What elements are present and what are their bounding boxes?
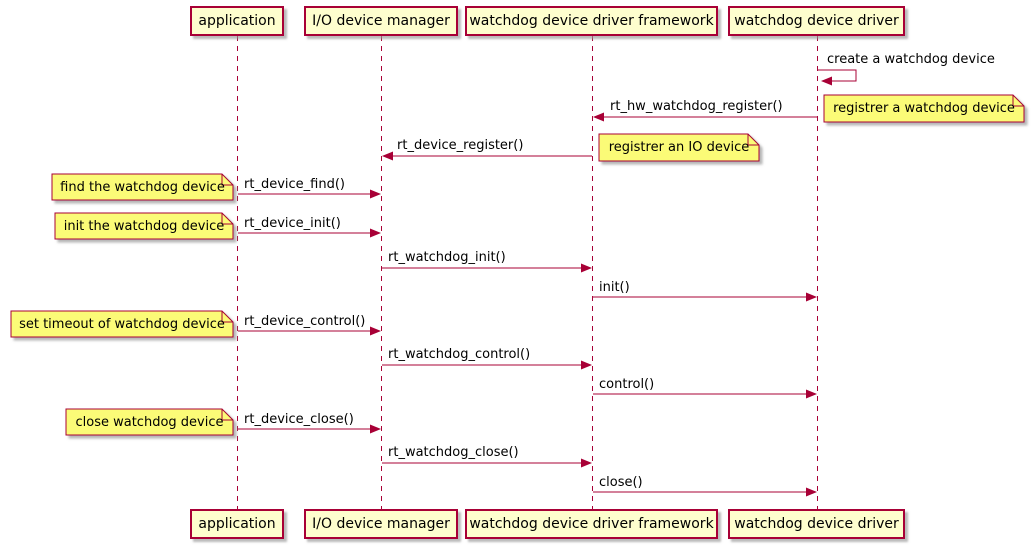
message-label-create-a-watchdog-device: create a watchdog device (827, 52, 995, 67)
note-shape-init-the-watchdog-device (54, 212, 234, 240)
message-label-rt-watchdog-control: rt_watchdog_control() (388, 347, 531, 362)
participant-watchdog-framework-top: watchdog device driver framework (465, 6, 718, 36)
message-label-rt-hw-watchdog-register: rt_hw_watchdog_register() (610, 99, 783, 114)
participant-application-bottom: application (190, 509, 284, 539)
note-label-registrer-an-io-device: registrer an IO device (608, 140, 750, 155)
note-label-find-the-watchdog-device: find the watchdog device (60, 179, 225, 195)
message-label-rt-device-control: rt_device_control() (244, 314, 366, 329)
note-label-close-watchdog-device: close watchdog device (75, 414, 224, 430)
message-label-control: control() (599, 377, 655, 392)
note-shape-registrer-a-watchdog-device (823, 94, 1025, 123)
participant-watchdog-driver-bottom: watchdog device driver (728, 509, 905, 539)
note-shape-close-watchdog-device (65, 408, 234, 436)
message-label-rt-device-init: rt_device_init() (244, 216, 341, 231)
message-label-init: init() (599, 280, 630, 295)
message-label-rt-device-find: rt_device_find() (244, 177, 345, 192)
participant-watchdog-framework-bottom: watchdog device driver framework (465, 509, 718, 539)
arrow-create-a-watchdog-device (818, 69, 857, 86)
message-label-close: close() (599, 475, 643, 490)
message-label-rt-device-close: rt_device_close() (244, 412, 354, 427)
message-label-rt-watchdog-close: rt_watchdog_close() (388, 445, 519, 460)
note-shape-set-timeout-of-watchdog-device (10, 310, 234, 338)
note-label-registrer-a-watchdog-device: registrer a watchdog device (833, 101, 1015, 116)
note-label-set-timeout-of-watchdog-device: set timeout of watchdog device (19, 316, 225, 332)
note-label-init-the-watchdog-device: init the watchdog device (63, 218, 225, 234)
participant-watchdog-driver-top: watchdog device driver (728, 6, 905, 36)
note-shape-find-the-watchdog-device (51, 173, 234, 201)
note-shape-registrer-an-io-device (598, 133, 760, 162)
message-label-rt-device-register: rt_device_register() (397, 138, 524, 153)
message-label-rt-watchdog-init: rt_watchdog_init() (388, 250, 506, 265)
participant-application-top: application (190, 6, 284, 36)
participant-io-device-manager-bottom: I/O device manager (304, 509, 458, 539)
participant-io-device-manager-top: I/O device manager (304, 6, 458, 36)
